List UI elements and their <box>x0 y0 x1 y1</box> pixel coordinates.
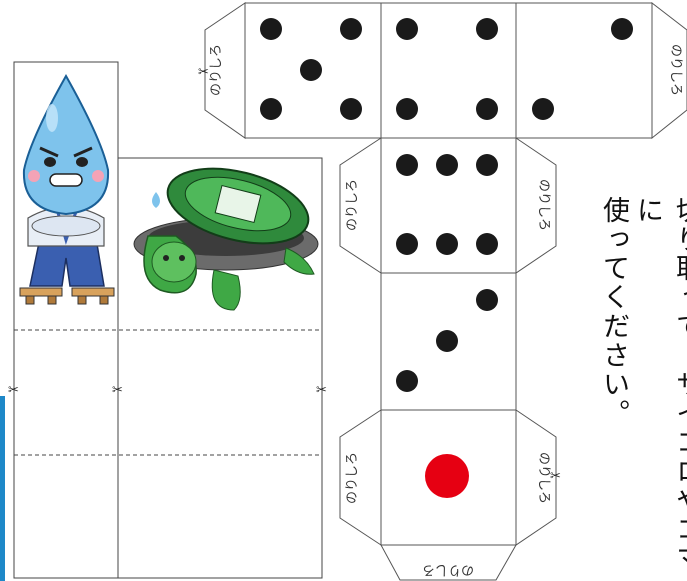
scissors-icon: ✂ <box>8 383 19 398</box>
pip <box>476 98 498 120</box>
mascot-strips <box>13 61 323 579</box>
glue-tab-label: のりしろ <box>422 562 474 577</box>
lower-face <box>396 289 498 392</box>
glue-tab-label: のりしろ <box>209 44 224 96</box>
pip <box>396 370 418 392</box>
top-right-face <box>532 18 633 120</box>
glue-tab-bottom <box>380 544 517 581</box>
red-pip <box>425 454 469 498</box>
glue-tab-label: のりしろ <box>668 44 683 96</box>
instruction-line-2: 使ってください。 <box>598 196 629 428</box>
scissors-marks: ✂ ✂ ✂ ✂ ✂ <box>8 65 561 484</box>
top-left-face <box>260 18 362 120</box>
glue-tab-label: のりしろ <box>536 179 551 231</box>
bottom-face <box>425 454 469 498</box>
top-center-face <box>396 18 498 120</box>
glue-tab-labels: のりしろ のりしろ のりしろ のりしろ のりしろ のりしろ のりしろ <box>209 44 683 577</box>
scissors-icon: ✂ <box>316 383 327 398</box>
pip <box>340 18 362 40</box>
water-drop-mascot <box>19 73 115 305</box>
scissors-icon: ✂ <box>550 469 561 484</box>
pip <box>340 98 362 120</box>
pip <box>300 59 322 81</box>
pip <box>396 18 418 40</box>
scissors-icon: ✂ <box>112 383 123 398</box>
glue-tab-bottom-left <box>339 409 382 546</box>
pip <box>260 18 282 40</box>
pip <box>476 154 498 176</box>
pip <box>436 330 458 352</box>
glue-tab-top-right <box>651 1 687 140</box>
pip <box>436 233 458 255</box>
pip <box>476 18 498 40</box>
pip <box>396 98 418 120</box>
glue-tab-bottom-right <box>515 409 557 546</box>
dice-net <box>204 1 687 581</box>
middle-face <box>396 154 498 255</box>
glue-tab-label: のりしろ <box>536 452 551 504</box>
pip <box>396 154 418 176</box>
pip <box>436 154 458 176</box>
turtle-strip-outline <box>117 157 323 579</box>
scissors-icon: ✂ <box>198 65 209 80</box>
glue-tab-middle-right <box>515 137 557 274</box>
glue-tab-middle-left <box>339 137 382 274</box>
turtle-mascot <box>133 167 319 311</box>
pip <box>532 98 554 120</box>
pip <box>396 233 418 255</box>
accent-bar <box>0 396 5 581</box>
pip <box>476 289 498 311</box>
pip <box>476 233 498 255</box>
glue-tab-top-left <box>204 2 246 139</box>
instruction-line-1: 切り取って、サイコロやコマに <box>632 196 687 573</box>
pip <box>611 18 633 40</box>
pip <box>260 98 282 120</box>
glue-tab-label: のりしろ <box>345 179 360 231</box>
glue-tab-label: のりしろ <box>345 452 360 504</box>
